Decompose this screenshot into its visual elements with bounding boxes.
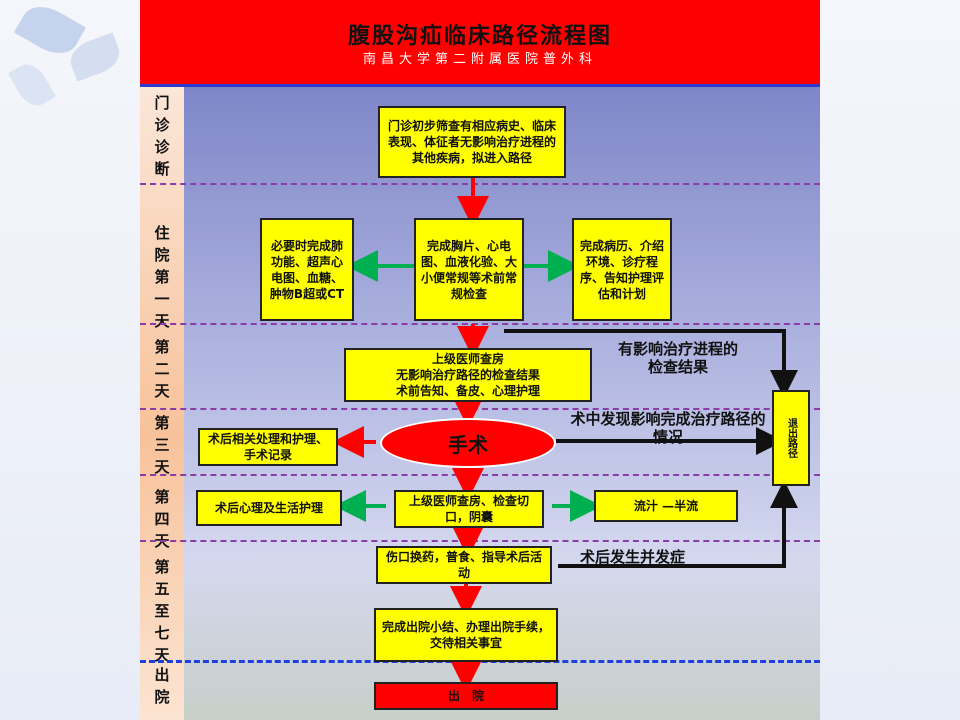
stage-column bbox=[140, 87, 184, 720]
box-discharge-summary: 完成出院小结、办理出院手续，交待相关事宜 bbox=[374, 608, 558, 662]
box-day5-dressing: 伤口换药，普食、指导术后活动 bbox=[376, 546, 552, 584]
stage-day3: 第三天 bbox=[154, 414, 170, 476]
stage-day1: 住院第一天 bbox=[154, 224, 170, 330]
petal-decoration bbox=[8, 58, 56, 112]
box-day4-psych-care: 术后心理及生活护理 bbox=[196, 490, 342, 526]
box-day2-ward-round: 上级医师查房 无影响治疗路径的检查结果 术前告知、备皮、心理护理 bbox=[344, 348, 592, 402]
note-complications: 术后发生并发症 bbox=[580, 548, 686, 566]
stage-day4: 第四天 bbox=[154, 488, 170, 550]
box-day3-postop-care: 术后相关处理和护理、手术记录 bbox=[198, 428, 338, 466]
right-background bbox=[820, 0, 960, 720]
box-discharge: 出 院 bbox=[374, 682, 558, 710]
surgery-node: 手术 bbox=[380, 418, 556, 468]
black-exit-arrows bbox=[504, 329, 798, 568]
stage-divider bbox=[140, 323, 820, 325]
flowchart-slide: 腹股沟疝临床路径流程图 南昌大学第二附属医院普外科 门诊诊断 住院第一天 第二天… bbox=[140, 0, 820, 720]
header-bar: 腹股沟疝临床路径流程图 南昌大学第二附属医院普外科 bbox=[140, 0, 820, 87]
stage-divider bbox=[140, 183, 820, 185]
page-title: 腹股沟疝临床路径流程图 bbox=[347, 24, 612, 49]
left-background bbox=[0, 0, 140, 720]
stage-outpatient: 门诊诊断 bbox=[154, 94, 170, 178]
page-subtitle: 南昌大学第二附属医院普外科 bbox=[362, 52, 597, 67]
green-arrows bbox=[334, 250, 602, 522]
note-intraop-findings: 术中发现影响完成治疗路径的情况 bbox=[570, 410, 766, 446]
note-exam-results: 有影响治疗进程的 检查结果 bbox=[617, 340, 738, 376]
box-day1-optional-tests: 必要时完成肺功能、超声心电图、血糖、肿物B超或CT bbox=[260, 218, 354, 321]
box-day4-wound-check: 上级医师查房、检查切口，阴囊 bbox=[394, 490, 544, 528]
stage-day2: 第二天 bbox=[154, 338, 170, 400]
red-arrows bbox=[450, 178, 489, 692]
box-day4-diet: 流汁 —半流 bbox=[594, 490, 738, 522]
stage-discharge: 出院 bbox=[154, 666, 170, 706]
box-day1-routine-exams: 完成胸片、心电图、血液化验、大小便常规等术前常规检查 bbox=[414, 218, 524, 321]
stage-day5-7: 第五至七天 bbox=[154, 558, 170, 664]
box-day1-records: 完成病历、介绍环境、诊疗程序、告知护理评估和计划 bbox=[572, 218, 672, 321]
box-initial-screening: 门诊初步筛查有相应病史、临床表现、体征者无影响治疗进程的其他疾病，拟进入路径 bbox=[378, 106, 566, 178]
box-exit-path: 退出路径 bbox=[772, 390, 810, 486]
flow-arrows bbox=[332, 178, 798, 692]
